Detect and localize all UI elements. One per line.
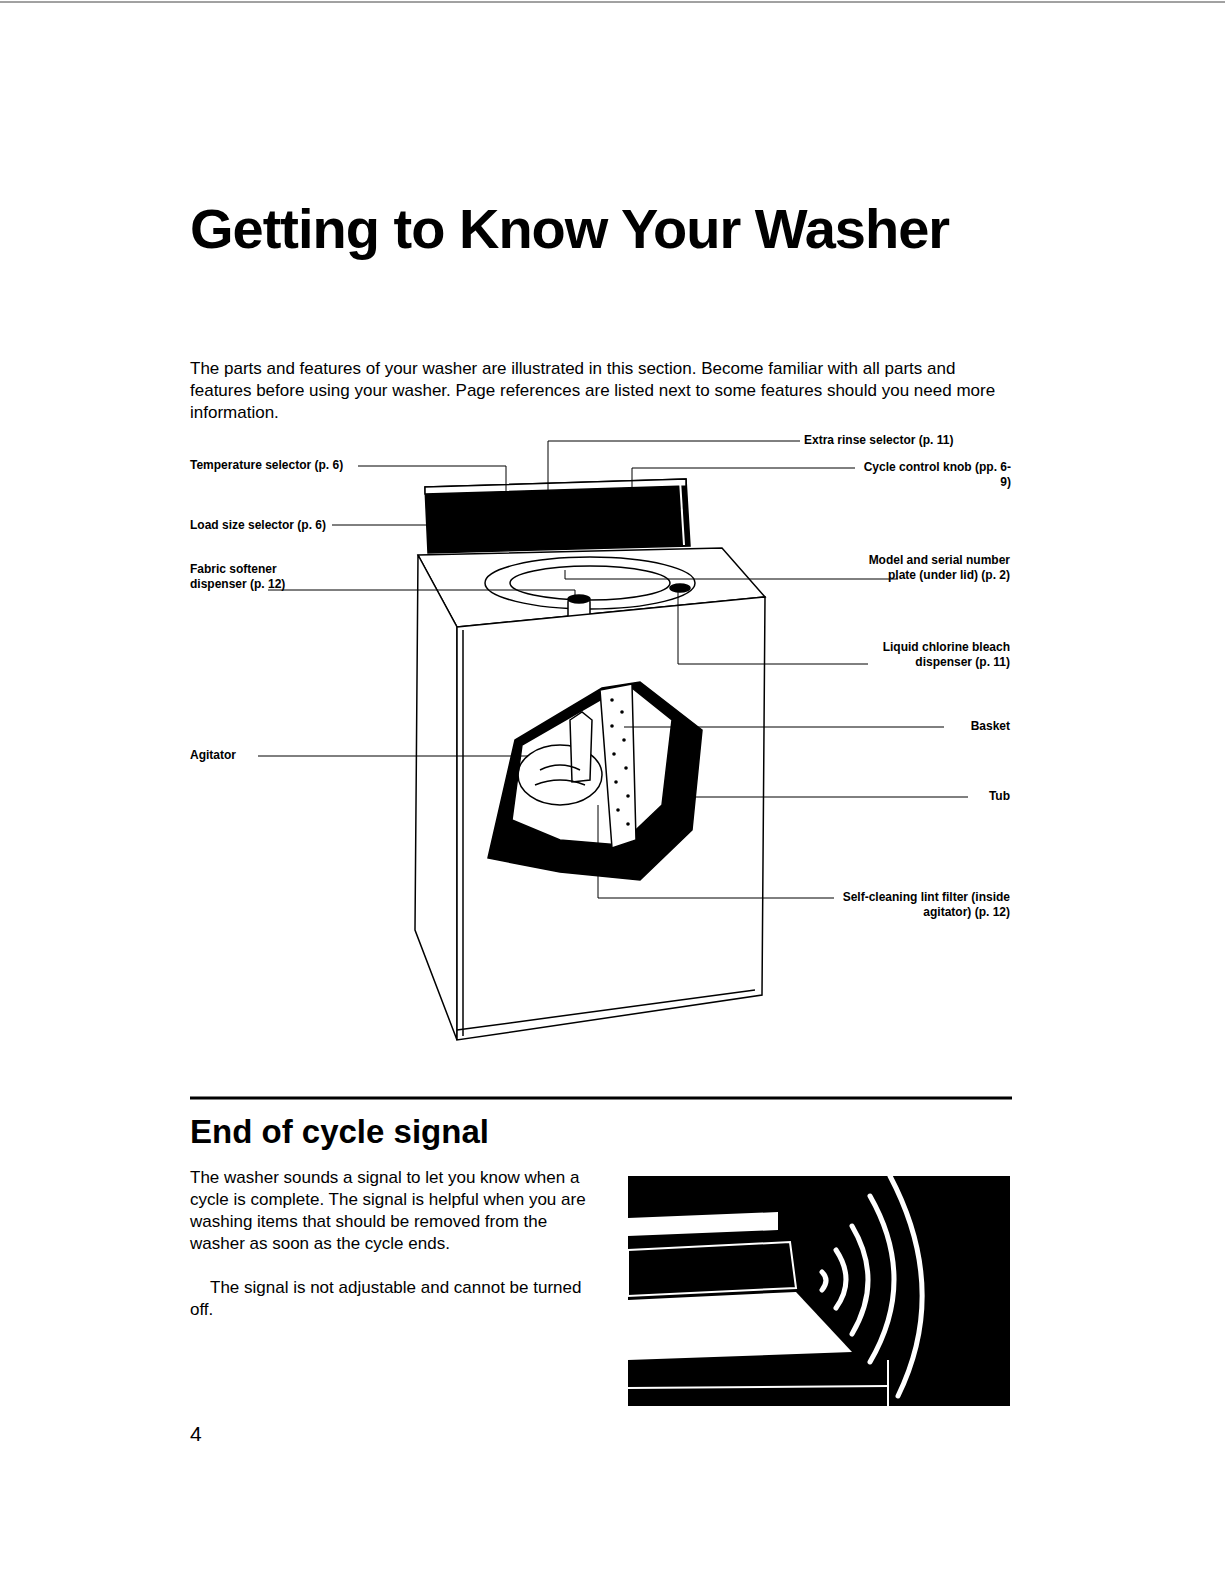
body-paragraph: The washer sounds a signal to let you kn…	[190, 1167, 600, 1255]
part-label: Temperature selector (p. 6)	[190, 458, 355, 473]
leader-lines	[258, 441, 968, 898]
body-paragraph: The signal is not adjustable and cannot …	[190, 1277, 600, 1321]
basket-wall	[600, 684, 636, 848]
cabinet-side	[415, 555, 457, 1040]
console	[425, 479, 690, 553]
section-rule	[190, 1097, 1012, 1100]
section-heading: End of cycle signal	[190, 1112, 690, 1152]
part-label: Load size selector (p. 6)	[190, 518, 328, 533]
cabinet-front	[457, 597, 765, 1040]
part-label: Self-cleaning lint filter (inside agitat…	[838, 890, 1010, 920]
washer-drawing	[415, 479, 765, 1040]
part-label: Fabric softener dispenser (p. 12)	[190, 562, 300, 592]
part-label: Model and serial number plate (under lid…	[860, 553, 1010, 583]
lid-inner	[510, 566, 670, 600]
page-edge	[0, 2, 1225, 3]
tub-cutaway	[488, 682, 702, 880]
console-trim	[425, 479, 686, 494]
intro-paragraph: The parts and features of your washer ar…	[190, 358, 1020, 424]
bleach-dispenser	[670, 584, 690, 592]
signal-illustration	[628, 1176, 1010, 1406]
basket	[512, 688, 672, 845]
page-title: Getting to Know Your Washer	[190, 196, 949, 261]
part-label: Basket	[948, 719, 1010, 734]
agitator	[570, 712, 592, 782]
part-label: Tub	[972, 789, 1010, 804]
part-label: Extra rinse selector (p. 11)	[804, 433, 1014, 448]
part-label: Agitator	[190, 748, 256, 763]
part-label: Cycle control knob (pp. 6-9)	[859, 460, 1011, 490]
part-label: Liquid chlorine bleach dispenser (p. 11)	[872, 640, 1010, 670]
page-number: 4	[190, 1422, 230, 1446]
